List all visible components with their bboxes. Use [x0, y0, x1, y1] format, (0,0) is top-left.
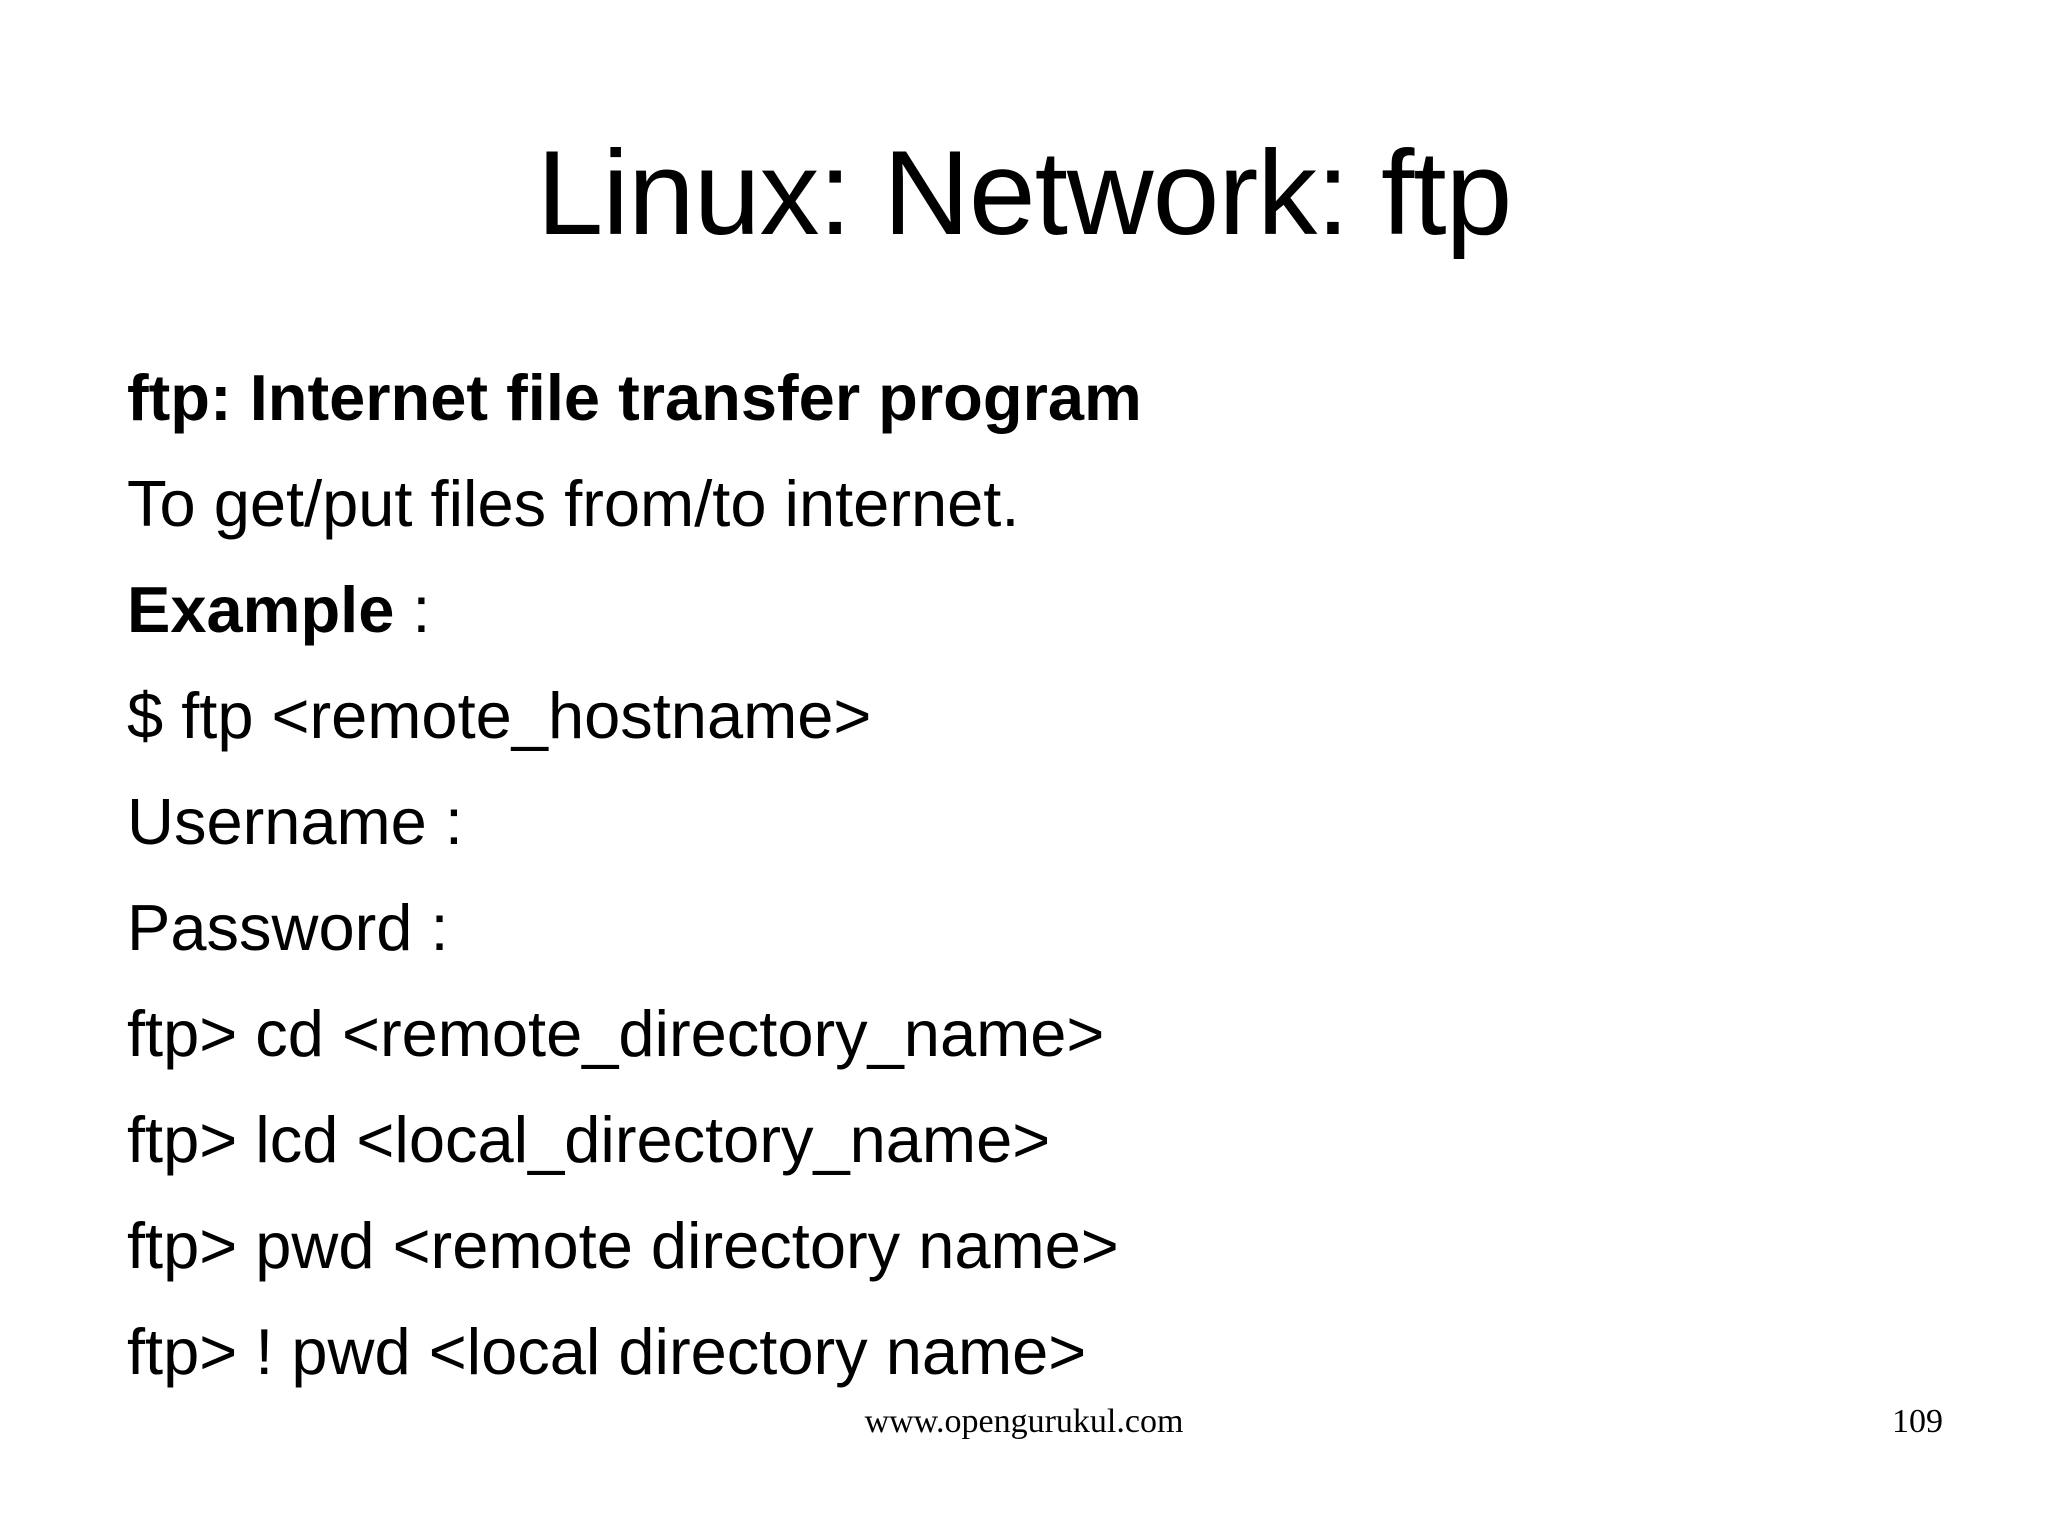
body-line: ftp> ! pwd <local directory name> — [127, 1299, 1988, 1405]
slide-title: Linux: Network: ftp — [536, 126, 1513, 260]
body-text: : — [394, 573, 431, 646]
body-line: ftp> lcd <local_directory_name> — [127, 1087, 1988, 1193]
body-line: ftp: Internet file transfer program — [127, 345, 1988, 451]
body-text: ftp> pwd <remote directory name> — [127, 1209, 1119, 1282]
body-text-bold: Example — [127, 573, 395, 646]
body-line: Username : — [127, 769, 1988, 875]
slide-body: ftp: Internet file transfer program To ge… — [127, 345, 1988, 1405]
body-line: ftp> pwd <remote directory name> — [127, 1193, 1988, 1299]
body-line: Example : — [127, 557, 1988, 663]
slide-footer: www.opengurukul.com 109 — [0, 1402, 2048, 1441]
body-text: Username : — [127, 785, 463, 858]
body-text: ftp> ! pwd <local directory name> — [127, 1315, 1087, 1388]
body-text-bold: ftp: Internet file transfer program — [127, 361, 1142, 434]
body-text: $ ftp <remote_hostname> — [127, 679, 872, 752]
body-line: Password : — [127, 875, 1988, 981]
body-line: $ ftp <remote_hostname> — [127, 663, 1988, 769]
body-line: ftp> cd <remote_directory_name> — [127, 981, 1988, 1087]
body-text: ftp> lcd <local_directory_name> — [127, 1103, 1051, 1176]
body-text: Password : — [127, 891, 449, 964]
body-text: ftp> cd <remote_directory_name> — [127, 997, 1105, 1070]
body-text: To get/put files from/to internet. — [127, 467, 1020, 540]
body-line: To get/put files from/to internet. — [127, 451, 1988, 557]
footer-website: www.opengurukul.com — [864, 1403, 1184, 1440]
footer-page-number: 109 — [1892, 1403, 1943, 1440]
